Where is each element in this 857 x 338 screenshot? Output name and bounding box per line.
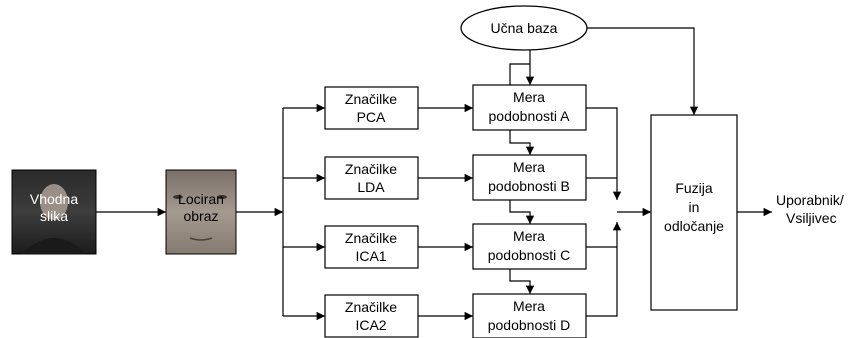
- features-pca-box: Značilke PCA: [324, 86, 419, 130]
- link-sim-d-out: [586, 222, 622, 317]
- features-lda-label-2: LDA: [357, 179, 385, 195]
- similarity-d-box: Mera podobnosti D: [472, 293, 587, 338]
- input-image: Vhodna slika: [11, 169, 97, 255]
- features-ica2-label-2: ICA2: [355, 317, 386, 333]
- features-ica2-box: Značilke ICA2: [324, 294, 419, 338]
- link-a-to-b: [509, 130, 535, 155]
- fusion-label-1: Fuzija: [675, 180, 713, 196]
- similarity-d-label-1: Mera: [513, 298, 545, 314]
- similarity-a-label-1: Mera: [513, 89, 545, 105]
- output-label-2: Vsiljivec: [786, 210, 837, 226]
- similarity-c-box: Mera podobnosti C: [472, 223, 587, 270]
- similarity-d-label-2: podobnosti D: [488, 317, 571, 333]
- features-pca-label-2: PCA: [357, 109, 386, 125]
- link-db-a-left: [509, 63, 530, 85]
- similarity-b-label-2: podobnosti B: [488, 178, 570, 194]
- link-c-to-d: [509, 269, 535, 294]
- located-face-label-2: obraz: [183, 208, 218, 224]
- features-lda-box: Značilke LDA: [324, 156, 419, 200]
- similarity-b-box: Mera podobnosti B: [472, 154, 587, 201]
- features-ica1-label-1: Značilke: [345, 230, 397, 246]
- link-b-to-c: [509, 200, 535, 224]
- features-ica2-label-1: Značilke: [345, 299, 397, 315]
- training-database-label: Učna baza: [491, 20, 558, 36]
- input-image-label-1: Vhodna: [30, 191, 78, 207]
- similarity-c-label-2: podobnosti C: [488, 247, 571, 263]
- features-ica1-box: Značilke ICA1: [324, 225, 419, 269]
- link-sim-a-out: [586, 107, 622, 200]
- similarity-a-box: Mera podobnosti A: [472, 84, 587, 131]
- fusion-label-3: odločanje: [664, 218, 724, 234]
- located-face-label-1: Lociran: [178, 191, 224, 207]
- arrow-db-to-fusion: [587, 27, 699, 115]
- similarity-b-label-1: Mera: [513, 159, 545, 175]
- input-image-label-2: slika: [40, 208, 68, 224]
- similarity-c-label-1: Mera: [513, 228, 545, 244]
- fusion-label-2: in: [689, 199, 700, 215]
- fusion-decision-box: Fuzija in odločanje: [650, 114, 738, 311]
- features-ica1-label-2: ICA1: [355, 248, 386, 264]
- located-face-image: Lociran obraz: [165, 169, 237, 255]
- features-lda-label-1: Značilke: [345, 161, 397, 177]
- features-pca-label-1: Značilke: [345, 91, 397, 107]
- output-label-1: Uporabnik/: [776, 192, 844, 208]
- similarity-a-label-2: podobnosti A: [489, 108, 571, 124]
